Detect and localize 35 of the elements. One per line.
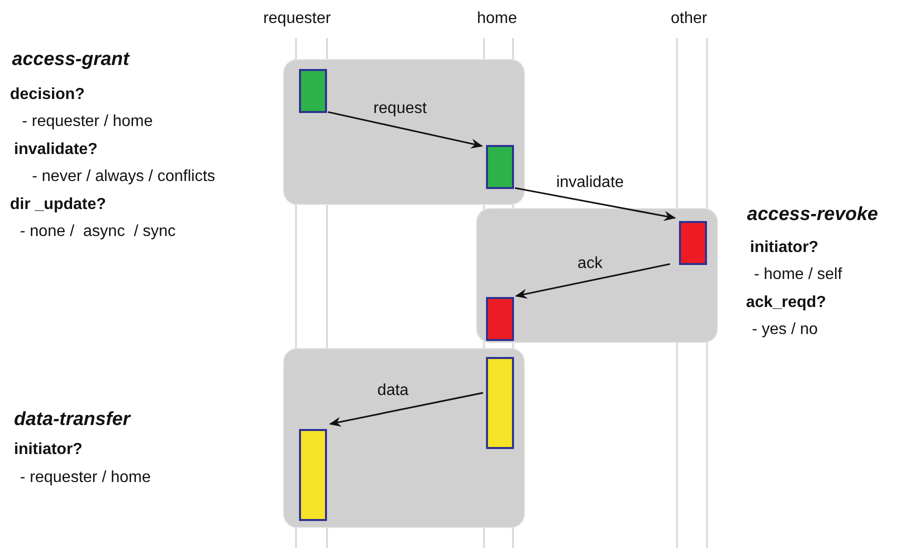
option-question: initiator? — [750, 239, 818, 257]
option-values: - yes / no — [752, 321, 818, 339]
option-question: decision? — [10, 86, 85, 104]
lifeline-heading: home — [476, 10, 518, 28]
option-question: ack_reqd? — [746, 294, 826, 312]
option-values: - requester / home — [20, 469, 151, 487]
option-values: - none / async / sync — [20, 223, 176, 241]
edge-label: ack — [578, 255, 602, 273]
message-type-heading: access-grant — [12, 49, 130, 71]
message-type-heading: access-revoke — [747, 204, 878, 226]
phase-panel — [476, 208, 718, 343]
option-question: initiator? — [14, 441, 82, 459]
activation-bar — [299, 69, 327, 113]
activation-bar — [299, 429, 327, 521]
option-values: - requester / home — [22, 113, 153, 131]
phase-panel — [283, 348, 525, 528]
option-values: - home / self — [754, 266, 842, 284]
phase-panel — [283, 59, 525, 205]
message-arrow — [515, 263, 670, 299]
activation-bar — [486, 297, 514, 341]
activation-bar — [486, 357, 514, 449]
message-arrow — [329, 392, 484, 427]
edge-label: invalidate — [556, 174, 624, 192]
option-question: invalidate? — [14, 141, 98, 159]
option-question: dir _update? — [10, 196, 106, 214]
message-arrow — [328, 111, 483, 148]
activation-bar — [486, 145, 514, 189]
lifeline-heading: requester — [263, 10, 331, 28]
edge-label: data — [377, 382, 409, 400]
option-values: - never / always / conflicts — [32, 168, 216, 186]
edge-label: request — [373, 100, 427, 118]
message-type-heading: data-transfer — [14, 409, 130, 431]
activation-bar — [679, 221, 707, 265]
lifeline-heading: other — [670, 10, 708, 28]
message-arrow — [514, 187, 676, 221]
